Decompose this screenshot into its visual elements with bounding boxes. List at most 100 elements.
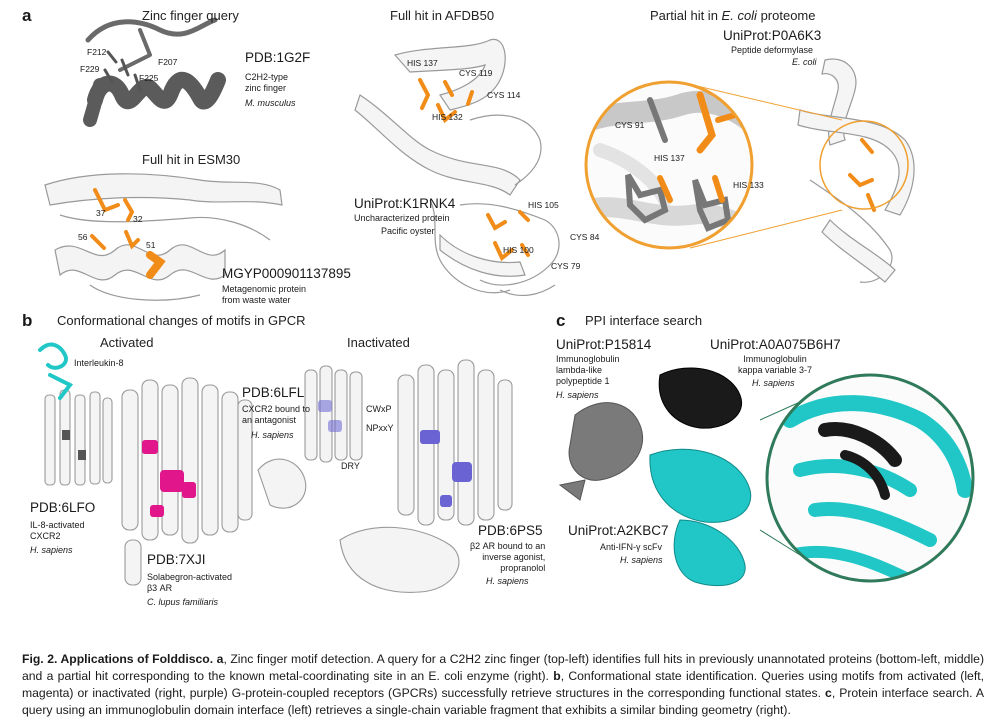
inactivated-heading: Inactivated (347, 335, 410, 350)
motif-dry-label: DRY (341, 461, 360, 471)
afdb-residue-his105: HIS 105 (528, 200, 559, 210)
panel-b-title: Conformational changes of motifs in GPCR (57, 313, 306, 328)
b2ar-inactivated-structure (339, 359, 513, 593)
panel-c-letter: c (556, 311, 566, 330)
cxcr2-activated-structure (44, 389, 113, 486)
caption-label: Fig. 2. Applications of Folddisco. (22, 652, 214, 666)
pdb-6ps5-species: H. sapiens (486, 576, 529, 586)
interleukin-8-label: Interleukin-8 (74, 358, 124, 368)
ecoli-title-prefix: Partial hit in (650, 8, 722, 23)
afdb-residue-cys119: CYS 119 (459, 68, 493, 78)
cxcr2-inactivated-structure (257, 365, 363, 509)
pdb-6ps5-id: PDB:6PS5 (478, 523, 543, 538)
ecoli-hit-species: E. coli (792, 57, 817, 67)
afdb-residue-his100: HIS 100 (503, 245, 534, 255)
ecoli-hit-structure (797, 58, 915, 283)
esm30-hit-description: Metagenomic protein from waste water (222, 284, 307, 305)
cxcr2-activated-motif (62, 430, 86, 460)
afdb-residue-his137: HIS 137 (407, 58, 438, 68)
uniprot-p15814-description: Immunoglobulin lambda-like polypeptide 1 (556, 354, 620, 386)
uniprot-a2kbc7-id: UniProt:A2KBC7 (568, 523, 669, 538)
zoom-circle (584, 80, 754, 250)
caption-a-label: a (216, 652, 224, 666)
pdb-7xji-species: C. lupus familiaris (147, 597, 219, 607)
esm30-hit-id: MGYP000901137895 (222, 266, 351, 281)
motif-npxxy-label: NPxxY (366, 423, 394, 433)
esm30-hit-title: Full hit in ESM30 (142, 152, 241, 167)
ppi-zoom-circle (765, 373, 975, 583)
afdb50-hit-title: Full hit in AFDB50 (390, 8, 495, 23)
ecoli-hit-motif (848, 138, 876, 212)
query-species: M. musculus (245, 98, 296, 108)
panel-a-letter: a (22, 6, 32, 25)
zinc-finger-query-structure (83, 17, 226, 127)
query-description: C2H2-type zinc finger (245, 72, 289, 93)
ecoli-title-italic: E. coli (721, 8, 757, 23)
pdb-6lfo-species: H. sapiens (30, 545, 73, 555)
esm-residue-37: 37 (96, 208, 106, 218)
panel-b-letter: b (22, 311, 33, 330)
query-residue-f229: F229 (80, 64, 100, 74)
ecoli-title-suffix: proteome (756, 8, 816, 23)
afdb50-hit-id: UniProt:K1RNK4 (354, 196, 456, 211)
p15814-structure (558, 402, 644, 501)
esm-residue-51: 51 (146, 240, 156, 250)
caption-b-text: , Conformational state identification. Q… (22, 669, 984, 700)
esm-residue-56: 56 (78, 232, 88, 242)
zoom-connector (679, 81, 909, 249)
query-residue-f212: F212 (87, 47, 107, 57)
uniprot-a2kbc7-description: Anti-IFN-γ scFv (600, 542, 662, 552)
pdb-6lfo-description: IL-8-activated CXCR2 (30, 520, 85, 541)
uniprot-a0a075b6h7-description: Immunoglobulin kappa variable 3-7 (738, 354, 813, 375)
zinc-finger-query-title: Zinc finger query (142, 8, 239, 23)
ecoli-residue-his133: HIS 133 (733, 180, 764, 190)
caption-c-text: , Protein interface search. A query usin… (22, 686, 984, 717)
query-residue-f207: F207 (158, 57, 178, 67)
esm-residue-32: 32 (133, 214, 143, 224)
pdb-7xji-description: Solabegron-activated β3 AR (147, 572, 233, 593)
pdb-6lfl-id: PDB:6LFL (242, 385, 305, 400)
ppi-zoom-connector (759, 401, 801, 556)
ecoli-hit-title: Partial hit in E. coli proteome (650, 8, 816, 23)
a2kbc7-structure (649, 448, 752, 587)
uniprot-p15814-id: UniProt:P15814 (556, 337, 652, 352)
afdb-residue-cys79: CYS 79 (551, 261, 581, 271)
query-residue-f225: F225 (139, 73, 159, 83)
pdb-6lfl-species: H. sapiens (251, 430, 294, 440)
b2ar-inactivated-motif (420, 430, 472, 507)
esm30-hit-motif (90, 188, 166, 279)
b3ar-activated-structure (121, 377, 253, 586)
afdb-residue-cys114: CYS 114 (487, 90, 521, 100)
uniprot-p15814-species: H. sapiens (556, 390, 599, 400)
caption-c-label: c (825, 686, 832, 700)
afdb50-hit-species: Pacific oyster (381, 226, 435, 236)
activated-heading: Activated (100, 335, 154, 350)
b3ar-activated-motif (142, 440, 196, 517)
uniprot-a0a075b6h7-id: UniProt:A0A075B6H7 (710, 337, 841, 352)
afdb-residue-his132: HIS 132 (432, 112, 463, 122)
pdb-6lfo-id: PDB:6LFO (30, 500, 96, 515)
afdb50-hit-motif (418, 78, 530, 262)
a0a075b6h7-structure (658, 367, 743, 429)
afdb50-hit-structure (354, 38, 560, 297)
esm30-hit-structure (44, 173, 283, 301)
cxcr2-inactivated-motif (318, 400, 342, 432)
caption-a-text: , Zinc finger motif detection. A query f… (22, 652, 984, 683)
pdb-6lfl-description: CXCR2 bound to an antagonist (242, 404, 311, 425)
ecoli-residue-his137: HIS 137 (654, 153, 685, 163)
uniprot-a0a075b6h7-species: H. sapiens (752, 378, 795, 388)
pdb-6ps5-description: β2 AR bound to an inverse agonist, propr… (470, 541, 546, 573)
figure-caption: Fig. 2. Applications of Folddisco. a, Zi… (22, 651, 984, 719)
panel-c-title: PPI interface search (585, 313, 703, 328)
afdb-residue-cys84: CYS 84 (570, 232, 600, 242)
caption-b-label: b (553, 669, 561, 683)
interleukin-8-structure (38, 342, 74, 400)
afdb50-hit-description: Uncharacterized protein (354, 213, 450, 223)
query-pdb-id: PDB:1G2F (245, 50, 311, 65)
motif-cwxp-label: CWxP (366, 404, 392, 414)
pdb-7xji-id: PDB:7XJI (147, 552, 206, 567)
ecoli-hit-description: Peptide deformylase (731, 45, 814, 55)
ecoli-hit-id: UniProt:P0A6K3 (723, 28, 822, 43)
ecoli-residue-cys91: CYS 91 (615, 120, 645, 130)
